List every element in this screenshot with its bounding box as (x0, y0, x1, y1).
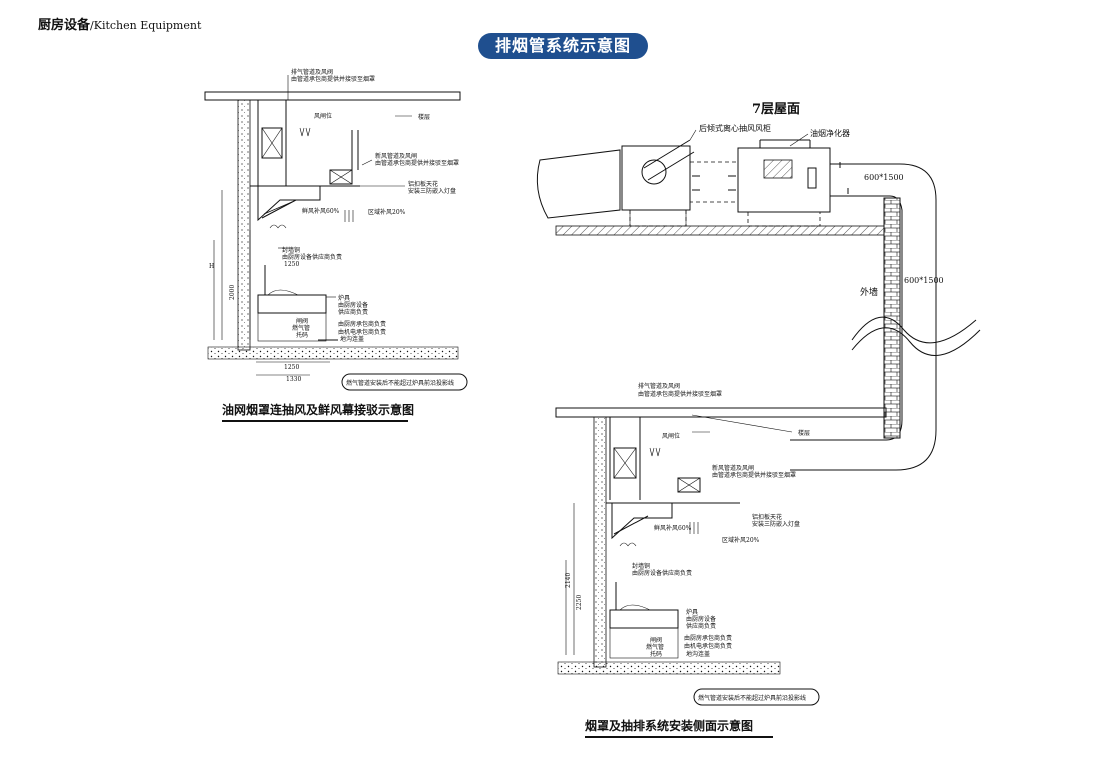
left-floor-slab (204, 91, 461, 101)
left-damper-label: 风闸位 (314, 112, 332, 120)
roof-title: 7层屋面 (752, 102, 800, 117)
right-exhaust-duct-note: 由管道承包商提供并接驳至烟罩 (638, 390, 722, 398)
left-mech-contractor: 由机电承包商负责 (338, 328, 386, 336)
roof-intake-hood (536, 149, 621, 219)
left-dim-h: H (209, 263, 214, 270)
left-fresh-air-box (329, 169, 353, 185)
left-ceiling-note: 安装三防嵌入灯盘 (408, 187, 456, 195)
left-gas-note: 燃气管道安装后不能超过炉具前沿投影线 (346, 379, 454, 387)
right-gas-note: 燃气管道安装后不能超过炉具前沿投影线 (698, 694, 806, 702)
left-wall (237, 99, 251, 351)
left-floor-label: 楼层 (418, 113, 430, 121)
right-stove-note1: 由厨房设备 (686, 615, 716, 623)
page-header: 厨房设备/Kitchen Equipment (38, 14, 201, 33)
right-wall (593, 416, 607, 668)
vertical-duct-outer (790, 163, 937, 471)
roof-duct-size-h: 600*1500 (864, 173, 904, 182)
right-ground (557, 661, 781, 675)
roof-outer-wall: 外墙 (860, 286, 878, 298)
left-sealing-label: 封墙铜 (282, 246, 300, 254)
right-sealing-label: 封墙铜 (632, 562, 650, 570)
fan-icon (641, 159, 667, 185)
left-fresh-duct-note: 由管道承包商提供并接驳至烟罩 (375, 159, 459, 167)
left-hood (257, 186, 321, 222)
roof-fan-label: 后倾式离心抽风风柜 (699, 123, 771, 133)
right-damper-label: 风闸位 (662, 432, 680, 440)
left-drain-label: 地沟连盖 (340, 335, 364, 343)
left-zone-air-label: 区域补风20% (368, 208, 406, 216)
left-dim-1250: 1250 (284, 364, 299, 371)
right-fresh-duct-label: 新风管道及风闸 (712, 464, 754, 472)
right-exhaust-duct-label: 排气管道及风阀 (638, 382, 680, 390)
outer-brick-wall (883, 197, 901, 439)
roof-slab (555, 225, 895, 236)
right-stove-note2: 供应商负责 (686, 622, 716, 630)
left-dim-2000: 2000 (229, 285, 236, 300)
left-dim-1330: 1330 (286, 376, 301, 383)
left-stove (257, 294, 327, 314)
right-sealing-note: 由厨房设备供应商负责 (632, 569, 692, 577)
right-floor-label: 楼层 (798, 429, 810, 437)
right-pipe-contractor: 由厨房承包商负责 (684, 634, 732, 642)
left-diagram-caption: 油网烟罩连抽风及鲜风幕接驳示意图 (222, 401, 414, 422)
roof-system-diagram: 7层屋面 后倾式离心抽风风柜 油烟净化器 600*1500 600*1500 外… (536, 102, 981, 471)
right-dim-2250: 2250 (576, 595, 583, 610)
left-ceiling-label: 铝扣板天花 (408, 180, 438, 188)
left-damper-box (261, 127, 283, 159)
right-ceiling-note: 安装三防嵌入灯盘 (752, 520, 800, 528)
left-fresh-air-label: 鲜风补风60% (302, 207, 340, 215)
right-fresh-air-label: 鲜风补风60% (654, 524, 692, 532)
left-sealing-note: 由厨房设备供应商负责 (282, 253, 342, 261)
left-stove-note1: 由厨房设备 (338, 301, 368, 309)
left-gas-pipe-label: 燃气管 (292, 324, 310, 332)
left-dim-1250-top: 1250 (284, 261, 299, 268)
left-stove-label: 炉具 (338, 294, 350, 302)
right-mech-contractor: 由机电承包商负责 (684, 642, 732, 650)
header-cn: 厨房设备 (38, 18, 91, 33)
left-exhaust-duct-label: 排气管道及风阀 (291, 68, 333, 76)
right-ceiling-label: 铝扣板天花 (752, 513, 782, 521)
left-pipe-contractor: 由厨房承包商负责 (338, 320, 386, 328)
roof-duct-size-v: 600*1500 (904, 276, 944, 285)
right-drain-label: 地沟连盖 (686, 650, 710, 658)
roof-fan-cabinet (621, 145, 691, 211)
right-stove-label: 炉具 (686, 608, 698, 616)
right-fresh-duct-note: 由管道承包商提供并接驳至烟罩 (712, 471, 796, 479)
right-floor-slab (555, 407, 887, 418)
right-bracket-label: 托码 (650, 650, 662, 658)
left-exhaust-duct-note: 由管道承包商提供并接驳至烟罩 (291, 75, 375, 83)
left-ground (207, 346, 459, 360)
right-diagram-caption: 烟罩及抽排系统安装侧面示意图 (585, 717, 773, 738)
left-gas-note-box (341, 373, 468, 391)
left-fresh-duct-label: 新风管道及风闸 (375, 152, 417, 160)
diagram-title: 排烟管系统示意图 (478, 33, 648, 59)
right-gas-pipe-label: 燃气管 (646, 643, 664, 651)
right-gas-note-box (693, 688, 820, 706)
roof-purifier-label: 油烟净化器 (810, 128, 850, 138)
left-bracket-label: 托码 (296, 331, 308, 339)
right-zone-air-label: 区域补风20% (722, 536, 760, 544)
right-dim-2140: 2140 (565, 573, 572, 588)
left-valve-label: 闸阀 (296, 317, 308, 325)
right-valve-label: 闸阀 (650, 636, 662, 644)
left-section-diagram: 排气管道及风阀 由管道承包商提供并接驳至烟罩 楼层 风闸位 新风管道及风闸 由管… (204, 68, 468, 391)
left-stove-note2: 供应商负责 (338, 308, 368, 316)
header-en: /Kitchen Equipment (90, 19, 202, 32)
right-section-diagram: 排气管道及风阀 由管道承包商提供并接驳至烟罩 楼层 风闸位 新风管道及风闸 由管… (555, 382, 887, 706)
